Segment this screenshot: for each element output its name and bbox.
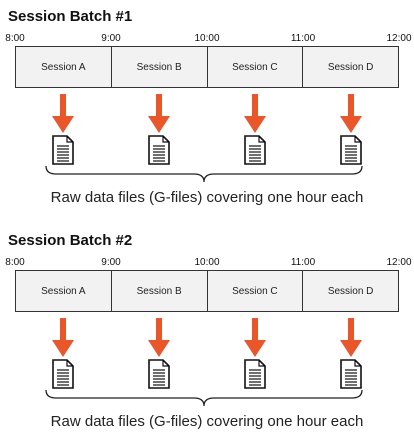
tick-label: 11:00 xyxy=(290,33,316,44)
tick-label: 10:00 xyxy=(194,257,220,268)
arrow-down-icon xyxy=(148,94,170,133)
arrow-down-icon xyxy=(52,94,74,133)
tick-label: 10:00 xyxy=(194,33,220,44)
document-icon xyxy=(340,359,362,389)
document-icon xyxy=(52,135,74,165)
session-timeline: Session A Session B Session C Session D xyxy=(15,46,399,88)
arrow-down-icon xyxy=(340,318,362,357)
batch-title: Session Batch #1 xyxy=(8,8,133,25)
session-cell-b: Session B xyxy=(111,271,208,311)
tick-label: 8:00 xyxy=(5,257,25,268)
arrow-down-icon xyxy=(148,318,170,357)
curly-brace xyxy=(45,165,363,183)
document-icon xyxy=(52,359,74,389)
tick-label: 12:00 xyxy=(386,257,412,268)
tick-label: 8:00 xyxy=(5,33,25,44)
tick-label: 12:00 xyxy=(386,33,412,44)
batch-caption: Raw data files (G-files) covering one ho… xyxy=(50,413,364,430)
batch-caption: Raw data files (G-files) covering one ho… xyxy=(50,189,364,206)
session-timeline: Session A Session B Session C Session D xyxy=(15,270,399,312)
arrow-down-icon xyxy=(340,94,362,133)
document-icon xyxy=(244,135,266,165)
document-icon xyxy=(340,135,362,165)
session-cell-c: Session C xyxy=(207,271,304,311)
tick-label: 9:00 xyxy=(101,33,121,44)
arrow-down-icon xyxy=(244,318,266,357)
session-cell-d: Session D xyxy=(303,47,398,87)
session-batch-1: Session Batch #1 8:00 9:00 10:00 11:00 1… xyxy=(0,8,414,208)
tick-label: 11:00 xyxy=(290,257,316,268)
session-cell-d: Session D xyxy=(303,271,398,311)
arrow-down-icon xyxy=(52,318,74,357)
document-icon xyxy=(244,359,266,389)
arrow-down-icon xyxy=(244,94,266,133)
session-batch-2: Session Batch #2 8:00 9:00 10:00 11:00 1… xyxy=(0,232,414,432)
tick-label: 9:00 xyxy=(101,257,121,268)
document-icon xyxy=(148,359,170,389)
document-icon xyxy=(148,135,170,165)
session-cell-c: Session C xyxy=(207,47,304,87)
session-cell-a: Session A xyxy=(16,271,112,311)
curly-brace xyxy=(45,389,363,407)
session-cell-b: Session B xyxy=(111,47,208,87)
session-cell-a: Session A xyxy=(16,47,112,87)
batch-title: Session Batch #2 xyxy=(8,232,133,249)
